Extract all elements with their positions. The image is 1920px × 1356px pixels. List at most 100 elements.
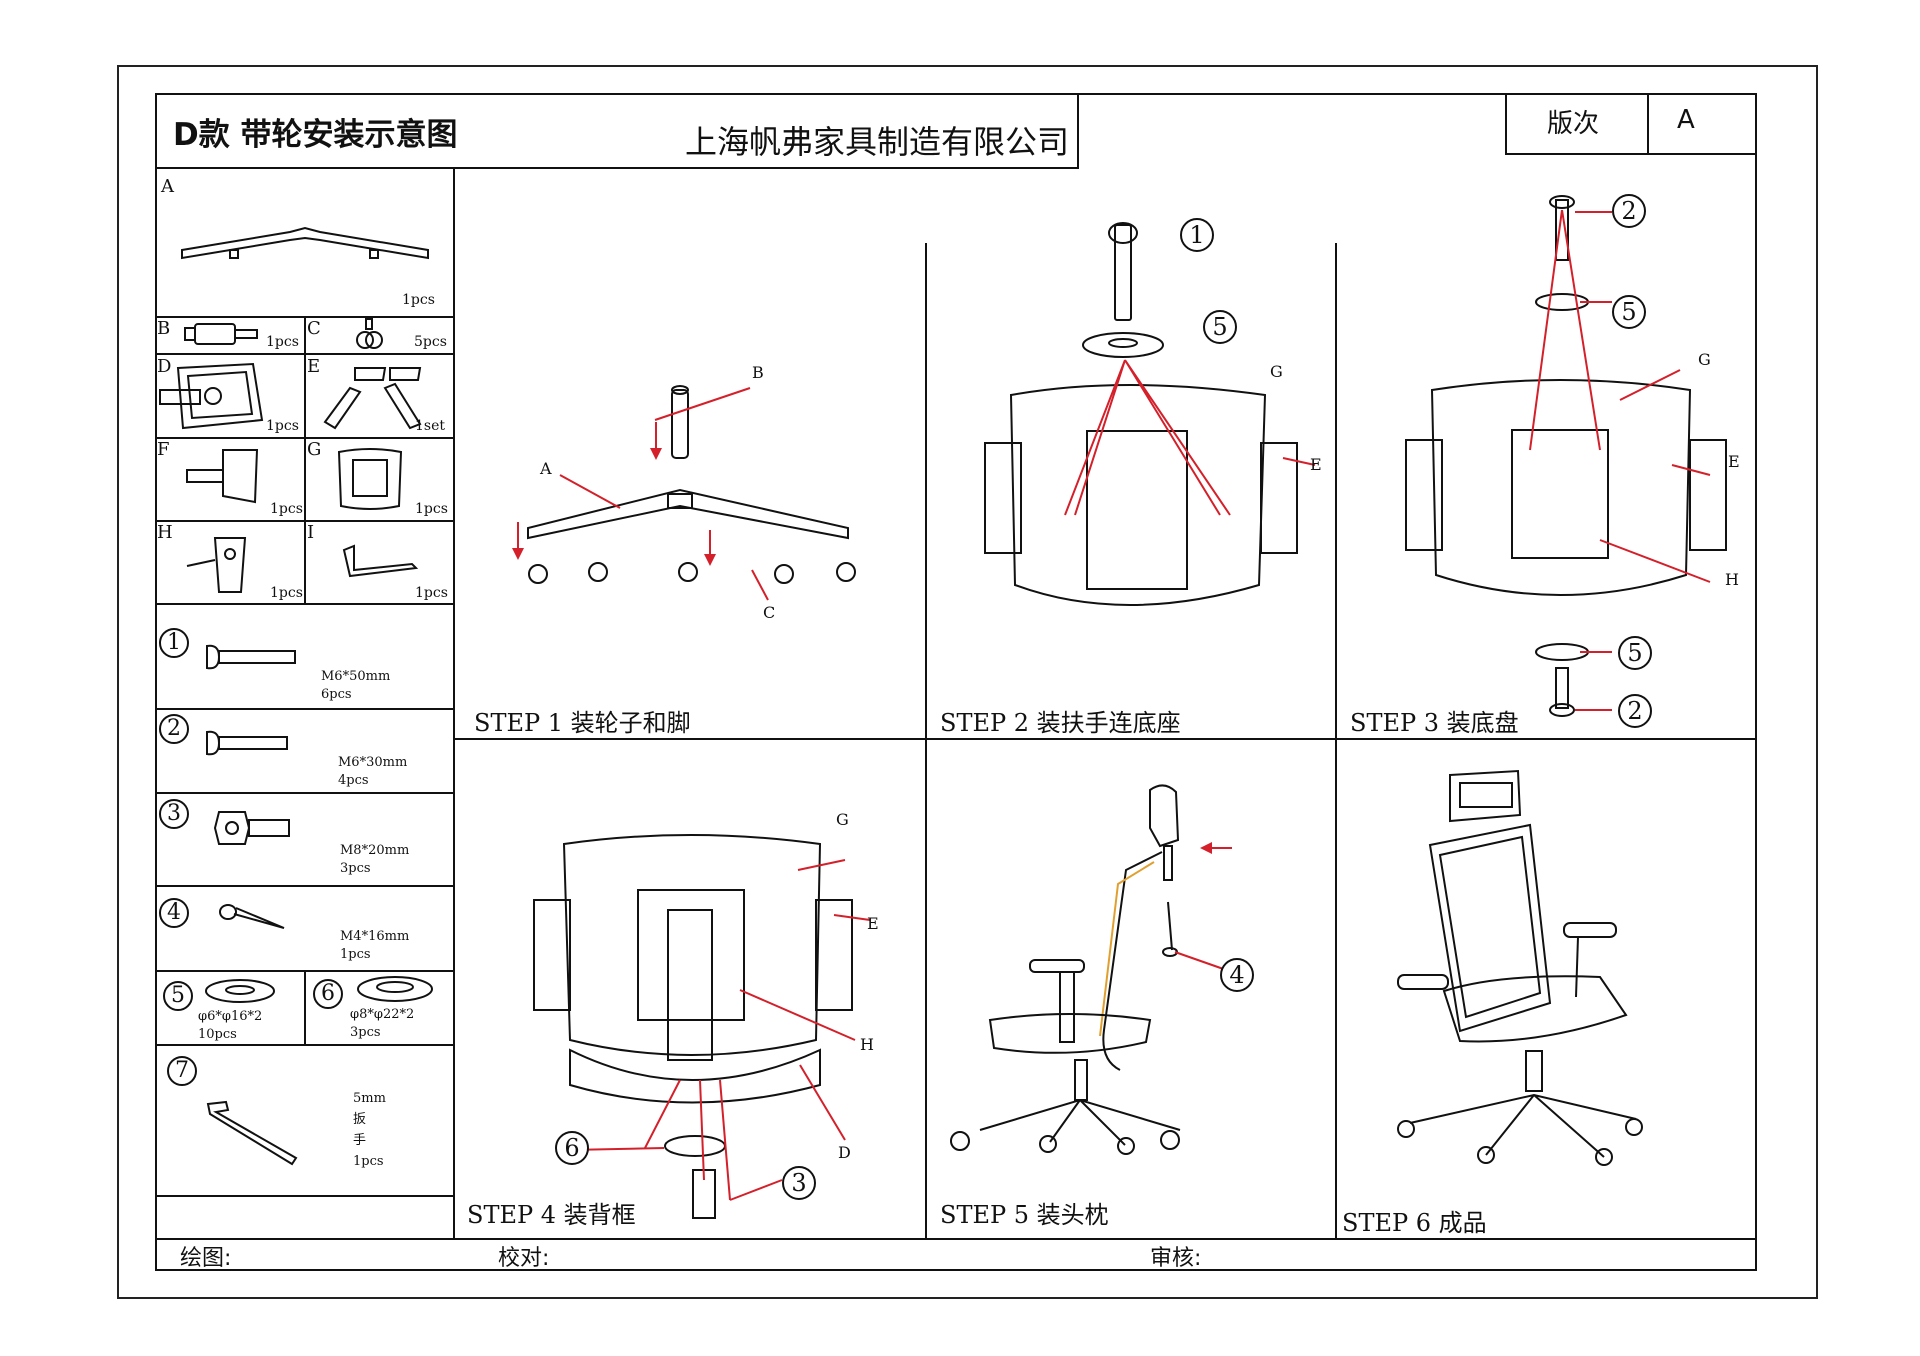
hw-num-6: 6: [313, 979, 343, 1009]
callout-e-step3: E: [1728, 452, 1740, 471]
part-f-mechanism-icon: [186, 449, 259, 504]
part-i-hook-icon: [342, 544, 419, 578]
part-qty-f: 1pcs: [270, 501, 303, 517]
part-c-caster-icon: [356, 318, 383, 349]
part-letter-c: C: [307, 318, 321, 339]
step-6-label: STEP 6 成品: [1342, 1209, 1487, 1237]
step-1-label: STEP 1 装轮子和脚: [474, 709, 691, 737]
part-e-armrest-icon: [323, 367, 422, 430]
part-qty-a: 1pcs: [402, 292, 435, 308]
part-g-backframe-icon: [337, 448, 403, 510]
part-d-seat-icon: [159, 362, 264, 430]
part-letter-a: A: [161, 176, 174, 197]
step1-base-drawing: [512, 385, 856, 601]
hw-cell-divider: [304, 970, 306, 1045]
step6-finished-chair-drawing: [1397, 769, 1643, 1166]
revision-divider: [1647, 93, 1649, 153]
hw-num-2: 2: [159, 714, 189, 744]
footer-draw-label: 绘图:: [180, 1246, 232, 1271]
part-qty-b: 1pcs: [266, 334, 299, 350]
hw-row-line: [155, 792, 454, 794]
outer-frame: [117, 65, 1818, 1299]
callout-5-bottom: 5: [1618, 636, 1652, 670]
footer-divider: [155, 1238, 1757, 1240]
step-4-label: STEP 4 装背框: [467, 1201, 636, 1229]
screw-m4x16-icon: [219, 904, 285, 929]
bolt-m8x20-icon: [213, 811, 290, 845]
parts-cell-divider: [304, 316, 306, 604]
part-qty-e: 1set: [415, 418, 446, 434]
part-letter-e: E: [307, 356, 321, 377]
part-qty-d: 1pcs: [266, 418, 299, 434]
steps-col-divider: [1335, 738, 1337, 1239]
part-letter-h: H: [157, 522, 173, 543]
hw-row-line: [155, 1195, 454, 1197]
hw-num-7: 7: [167, 1056, 197, 1086]
callout-g-step2: G: [1270, 362, 1283, 381]
step3-chassis-drawing: [1405, 195, 1727, 717]
parts-column-divider: [453, 168, 455, 1240]
bolt-m6x50-icon: [206, 644, 296, 670]
hw-num-1: 1: [159, 628, 189, 658]
company-name: 上海帆弗家具制造有限公司: [684, 123, 1069, 161]
hw-num-4: 4: [159, 898, 189, 928]
part-letter-b: B: [157, 318, 171, 339]
callout-c: C: [763, 603, 776, 622]
step-3-label: STEP 3 装底盘: [1350, 709, 1519, 737]
callout-a: A: [540, 459, 552, 478]
part-letter-g: G: [307, 439, 322, 460]
revision-label: 版次: [1547, 109, 1600, 139]
step-2-label: STEP 2 装扶手连底座: [940, 709, 1181, 737]
part-h-bracket-icon: [186, 537, 247, 593]
step4-backframe-drawing: [533, 834, 871, 1219]
callout-e-step4: E: [867, 914, 879, 933]
revision-box: 版次 A: [1505, 93, 1757, 155]
steps-row-divider: [453, 738, 1757, 740]
hw-num-3: 3: [159, 799, 189, 829]
callout-e-step2: E: [1310, 455, 1322, 474]
step-5-label: STEP 5 装头枕: [940, 1201, 1109, 1229]
part-letter-i: I: [307, 522, 315, 543]
bolt-m6x30-icon: [206, 730, 288, 756]
steps-col-divider: [1335, 243, 1337, 739]
callout-5-top: 5: [1612, 295, 1646, 329]
part-qty-i: 1pcs: [415, 585, 448, 601]
drawing-title: D款 带轮安装示意图: [173, 117, 458, 153]
callout-3: 3: [782, 1166, 816, 1200]
hex-key-icon: [206, 1100, 298, 1166]
part-letter-d: D: [157, 356, 172, 377]
part-qty-c: 5pcs: [414, 334, 447, 350]
callout-g-step4: G: [836, 810, 849, 829]
parts-row-line: [155, 603, 454, 605]
callout-5: 5: [1203, 310, 1237, 344]
callout-h-step3: H: [1725, 570, 1739, 589]
callout-4: 4: [1220, 958, 1254, 992]
hw-row-line: [155, 1044, 454, 1046]
callout-d-step4: D: [838, 1143, 851, 1162]
part-qty-h: 1pcs: [270, 585, 303, 601]
footer-review-label: 审核:: [1150, 1246, 1202, 1271]
callout-2-top: 2: [1612, 194, 1646, 228]
callout-g-step3: G: [1698, 350, 1711, 369]
drawing-sheet: [155, 93, 1757, 1271]
washer-8-icon: [357, 976, 433, 1002]
part-qty-g: 1pcs: [415, 501, 448, 517]
hw-row-line: [155, 885, 454, 887]
callout-2-bottom: 2: [1618, 694, 1652, 728]
part-a-base-icon: [181, 226, 429, 260]
steps-col-divider: [925, 243, 927, 739]
part-b-gaslift-icon: [184, 323, 258, 345]
callout-b: B: [752, 363, 764, 382]
revision-value: A: [1677, 105, 1695, 135]
callout-h-step4: H: [860, 1035, 874, 1054]
callout-6: 6: [555, 1131, 589, 1165]
callout-1: 1: [1180, 218, 1214, 252]
steps-col-divider: [925, 738, 927, 1239]
part-letter-f: F: [157, 439, 170, 460]
